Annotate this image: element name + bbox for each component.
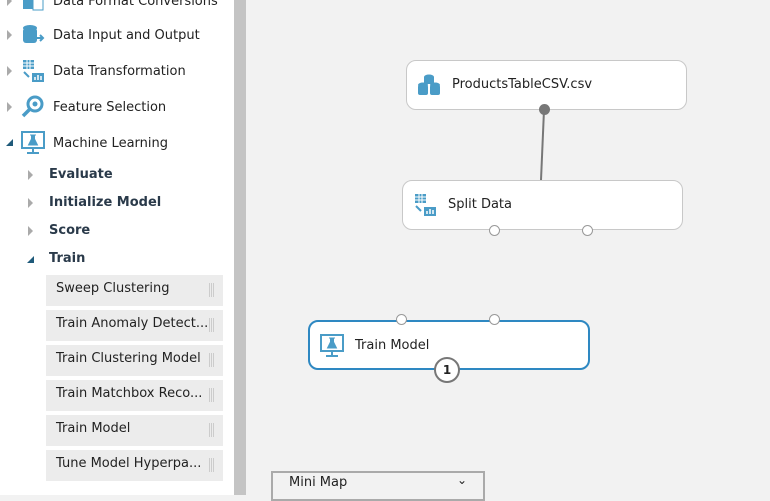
- output-port[interactable]: [582, 225, 593, 236]
- module-train-model[interactable]: Train Model: [46, 415, 223, 446]
- module-train-matchbox[interactable]: Train Matchbox Reco...: [46, 380, 223, 411]
- subcategory-label: Initialize Model: [49, 195, 162, 210]
- module-label: Train Matchbox Reco...: [56, 386, 203, 401]
- sidebar-scrollbar[interactable]: [234, 0, 246, 495]
- category-label: Data Format Conversions: [53, 0, 218, 9]
- module-label: Train Anomaly Detect...: [56, 316, 209, 331]
- subcategory-score[interactable]: Score: [0, 219, 234, 243]
- subcategory-initialize-model[interactable]: Initialize Model: [0, 191, 234, 215]
- mini-map-label: Mini Map: [289, 475, 348, 490]
- monitor-flask-icon: [320, 334, 344, 357]
- output-port[interactable]: [539, 104, 550, 115]
- connection-line[interactable]: [540, 109, 545, 181]
- subcategory-evaluate[interactable]: Evaluate: [0, 163, 234, 187]
- database-stack-icon: [418, 74, 440, 95]
- module-sweep-clustering[interactable]: Sweep Clustering: [46, 275, 223, 306]
- drag-handle-icon[interactable]: [209, 283, 214, 297]
- expand-icon[interactable]: [28, 170, 33, 180]
- category-label: Data Input and Output: [53, 27, 200, 43]
- input-port[interactable]: [489, 314, 500, 325]
- module-label: Train Clustering Model: [56, 351, 201, 366]
- subcategory-label: Evaluate: [49, 167, 113, 182]
- module-train-clustering-model[interactable]: Train Clustering Model: [46, 345, 223, 376]
- category-data-transformation[interactable]: Data Transformation: [0, 56, 234, 86]
- expand-icon[interactable]: [7, 30, 12, 40]
- module-train-anomaly-detection[interactable]: Train Anomaly Detect...: [46, 310, 223, 341]
- monitor-flask-icon: [21, 131, 45, 154]
- grid-chart-icon: [415, 194, 436, 216]
- node-label: Train Model: [355, 338, 430, 353]
- category-data-format-conversions[interactable]: Data Format Conversions: [0, 0, 234, 16]
- node-products-table-csv[interactable]: ProductsTableCSV.csv: [406, 60, 687, 110]
- subcategory-train[interactable]: Train: [0, 247, 234, 271]
- chevron-down-icon[interactable]: ⌄: [456, 473, 467, 487]
- category-data-input-output[interactable]: Data Input and Output: [0, 20, 234, 50]
- expand-icon[interactable]: [28, 226, 33, 236]
- database-arrow-icon: [23, 25, 45, 43]
- module-label: Tune Model Hyperpa...: [56, 456, 202, 471]
- drag-handle-icon[interactable]: [209, 318, 214, 332]
- node-split-data[interactable]: Split Data: [402, 180, 683, 230]
- subcategory-label: Score: [49, 223, 91, 238]
- expand-icon[interactable]: [7, 102, 12, 112]
- expand-icon[interactable]: [7, 66, 12, 76]
- output-port-badge[interactable]: 1: [434, 357, 460, 383]
- node-label: Split Data: [448, 197, 512, 212]
- grid-chart-icon: [23, 60, 44, 82]
- collapse-icon[interactable]: [27, 256, 34, 263]
- category-machine-learning[interactable]: Machine Learning: [0, 128, 234, 158]
- category-label: Data Transformation: [53, 63, 186, 79]
- module-tune-model-hyperparameters[interactable]: Tune Model Hyperpa...: [46, 450, 223, 481]
- drag-handle-icon[interactable]: [209, 353, 214, 367]
- mini-map-toggle[interactable]: Mini Map ⌄: [271, 471, 485, 501]
- drag-handle-icon[interactable]: [209, 388, 214, 402]
- expand-icon[interactable]: [7, 0, 12, 6]
- module-palette: Data Format Conversions Data Input and O…: [0, 0, 234, 495]
- module-label: Train Model: [56, 421, 131, 436]
- magnifier-icon: [21, 95, 44, 118]
- expand-icon[interactable]: [28, 198, 33, 208]
- output-port[interactable]: [489, 225, 500, 236]
- subcategory-label: Train: [49, 251, 86, 266]
- collapse-icon[interactable]: [6, 139, 13, 146]
- module-label: Sweep Clustering: [56, 281, 170, 296]
- node-label: ProductsTableCSV.csv: [452, 77, 593, 92]
- category-feature-selection[interactable]: Feature Selection: [0, 92, 234, 122]
- drag-handle-icon[interactable]: [209, 458, 214, 472]
- category-label: Machine Learning: [53, 135, 168, 151]
- input-port[interactable]: [396, 314, 407, 325]
- drag-handle-icon[interactable]: [209, 423, 214, 437]
- category-label: Feature Selection: [53, 99, 167, 115]
- database-doc-icon: [23, 0, 44, 11]
